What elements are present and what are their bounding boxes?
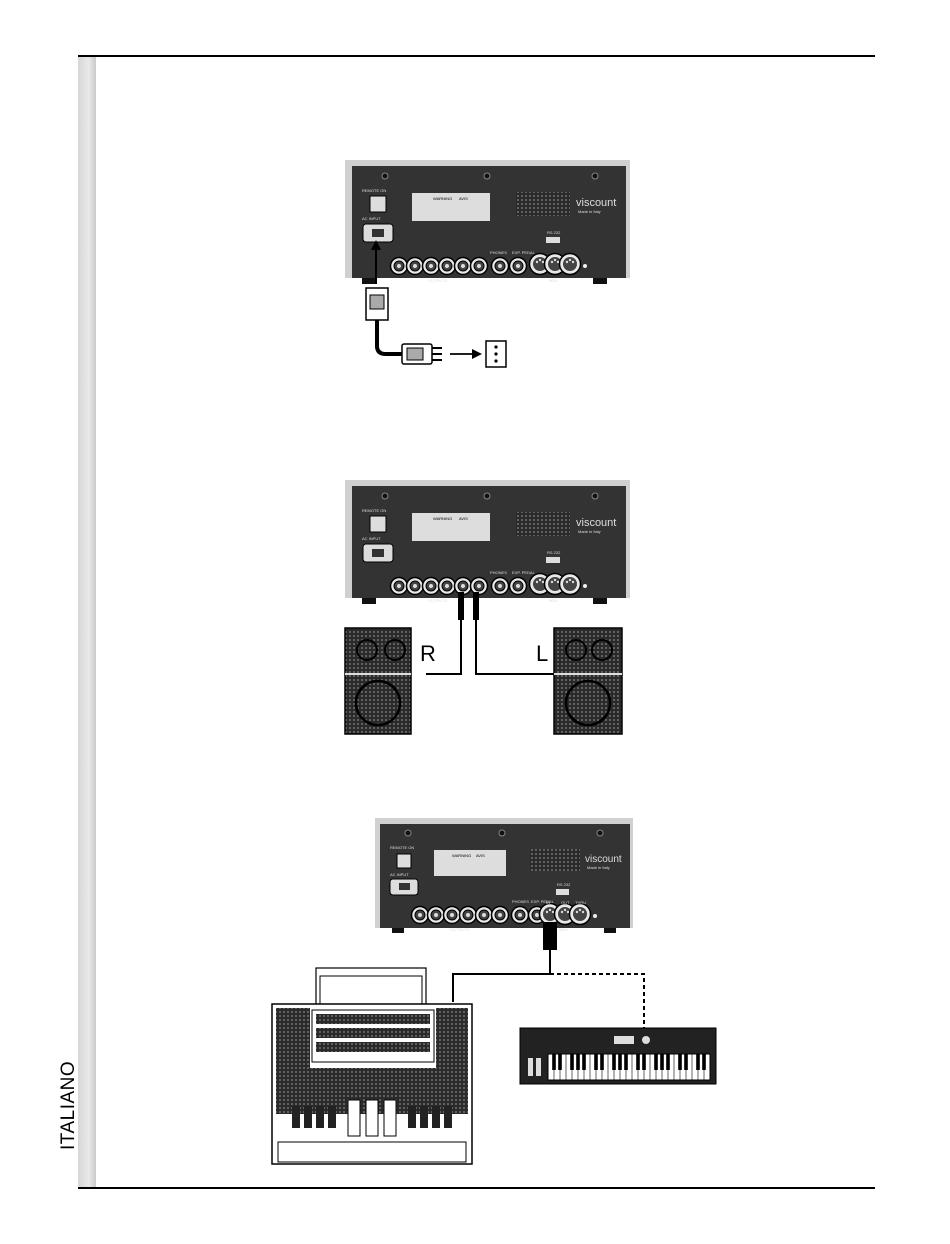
exp-pedal-label: EXP. PEDAL bbox=[531, 899, 555, 904]
avis-label: AVIS bbox=[459, 516, 468, 521]
brand-subtitle: Made in Italy bbox=[578, 209, 601, 214]
speaker-right-label: R bbox=[420, 641, 436, 666]
speaker-left-label: L bbox=[536, 641, 548, 666]
black-key bbox=[582, 1054, 586, 1070]
brand-logo: viscount bbox=[585, 854, 622, 865]
phones-label: PHONES bbox=[490, 250, 507, 255]
brand-subtitle: Made in Italy bbox=[587, 865, 610, 870]
black-key bbox=[618, 1054, 622, 1070]
black-key bbox=[654, 1054, 658, 1070]
organ-rear-panel: REMOTE ON AC INPUT WARNING AVIS viscount… bbox=[345, 160, 630, 284]
bottom-rule bbox=[78, 1187, 875, 1189]
midi-in-label: IN bbox=[546, 900, 550, 905]
black-key bbox=[600, 1054, 604, 1070]
exp-pedal-label: EXP. PEDAL bbox=[512, 570, 536, 575]
organ-rear-panel: REMOTE ON AC INPUT WARNING AVIS viscount… bbox=[345, 480, 630, 604]
side-tab-label: ITALIANO bbox=[58, 1060, 79, 1150]
black-key bbox=[624, 1054, 628, 1070]
black-key bbox=[612, 1054, 616, 1070]
black-key bbox=[558, 1054, 562, 1070]
ac-input-label: AC INPUT bbox=[362, 216, 381, 221]
exp-pedal-label: EXP. PEDAL bbox=[512, 250, 536, 255]
warning-label: WARNING bbox=[433, 516, 452, 521]
right-speaker bbox=[344, 627, 412, 735]
black-key bbox=[702, 1054, 706, 1070]
speaker-connection-figure: REMOTE ON AC INPUT WARNING AVIS viscount… bbox=[344, 480, 630, 735]
power-connection-figure: REMOTE ON AC INPUT WARNING AVIS viscount… bbox=[345, 160, 630, 368]
top-rule bbox=[78, 55, 875, 57]
black-key bbox=[636, 1054, 640, 1070]
keyboard-keys bbox=[547, 1053, 711, 1081]
midi-label: MIDI bbox=[559, 927, 567, 932]
rs232-label: RS 232 bbox=[547, 550, 561, 555]
brand-logo: viscount bbox=[576, 197, 616, 209]
brand-logo: viscount bbox=[576, 517, 616, 529]
black-key bbox=[678, 1054, 682, 1070]
black-key bbox=[576, 1054, 580, 1070]
black-key bbox=[642, 1054, 646, 1070]
rs232-label: RS 232 bbox=[547, 230, 561, 235]
brand-subtitle: Made in Italy bbox=[578, 529, 601, 534]
left-speaker bbox=[553, 627, 623, 735]
warning-label: WARNING bbox=[452, 853, 471, 858]
ac-input-label: AC INPUT bbox=[362, 536, 381, 541]
phones-label: PHONES bbox=[490, 570, 507, 575]
outputs-label: OUTPUTS bbox=[428, 278, 447, 283]
black-key bbox=[552, 1054, 556, 1070]
black-key bbox=[570, 1054, 574, 1070]
outputs-label: OUTPUTS bbox=[428, 598, 447, 603]
black-key bbox=[696, 1054, 700, 1070]
outputs-label: OUTPUTS bbox=[450, 927, 469, 932]
black-key bbox=[684, 1054, 688, 1070]
warning-label: WARNING bbox=[433, 196, 452, 201]
phones-label: PHONES bbox=[512, 899, 529, 904]
black-key bbox=[666, 1054, 670, 1070]
midi-label: MIDI bbox=[549, 278, 557, 283]
black-key bbox=[660, 1054, 664, 1070]
midi-thru-label: THRU bbox=[575, 900, 586, 905]
avis-label: AVIS bbox=[476, 853, 485, 858]
midi-connection-figure: REMOTE ON AC INPUT WARNING AVIS viscount… bbox=[271, 818, 717, 1165]
wall-socket-icon bbox=[485, 340, 507, 368]
midi-label: MIDI bbox=[549, 598, 557, 603]
rs232-label: RS 232 bbox=[557, 882, 571, 887]
side-tab-bar bbox=[78, 57, 96, 1187]
remote-on-label: REMOTE ON bbox=[362, 188, 386, 193]
remote-on-label: REMOTE ON bbox=[390, 845, 414, 850]
organ-rear-panel: REMOTE ON AC INPUT WARNING AVIS viscount… bbox=[375, 818, 633, 933]
black-key bbox=[594, 1054, 598, 1070]
remote-on-label: REMOTE ON bbox=[362, 508, 386, 513]
church-organ-console bbox=[271, 967, 473, 1165]
ac-input-label: AC INPUT bbox=[390, 872, 409, 877]
midi-keyboard bbox=[519, 1027, 717, 1085]
avis-label: AVIS bbox=[459, 196, 468, 201]
midi-out-label: OUT bbox=[561, 900, 570, 905]
